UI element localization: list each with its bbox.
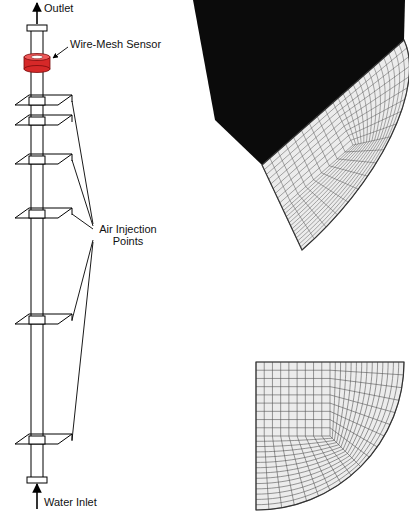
injection-loop — [15, 95, 72, 105]
mesh-2d — [256, 362, 404, 510]
inlet-arrow — [36, 484, 38, 509]
injection-loop — [15, 314, 72, 324]
injection-stub — [72, 115, 73, 122]
mesh-3d-face — [262, 40, 409, 250]
air-injection-loops — [15, 95, 72, 444]
injection-leaders — [72, 101, 93, 440]
sensor-label: Wire-Mesh Sensor — [70, 38, 161, 50]
top-flange — [27, 25, 47, 31]
inlet-label: Water Inlet — [44, 496, 97, 508]
sensor-leader — [53, 47, 68, 58]
injection-loop — [15, 434, 72, 444]
outlet-label: Outlet — [44, 2, 73, 14]
injection-loop — [15, 208, 72, 218]
injection-collar — [29, 156, 45, 164]
wire-mesh-sensor — [24, 54, 50, 73]
injection-collar — [29, 97, 45, 105]
injection-loop — [15, 154, 72, 164]
injection-collar — [29, 316, 45, 324]
bottom-flange — [27, 477, 47, 483]
outlet-arrow — [36, 3, 38, 24]
injection-loop — [15, 115, 72, 125]
injection-collar — [29, 436, 45, 444]
injection-collar — [29, 117, 45, 125]
injection-collar — [29, 210, 45, 218]
injection-label: Air Injection Points — [95, 223, 161, 247]
